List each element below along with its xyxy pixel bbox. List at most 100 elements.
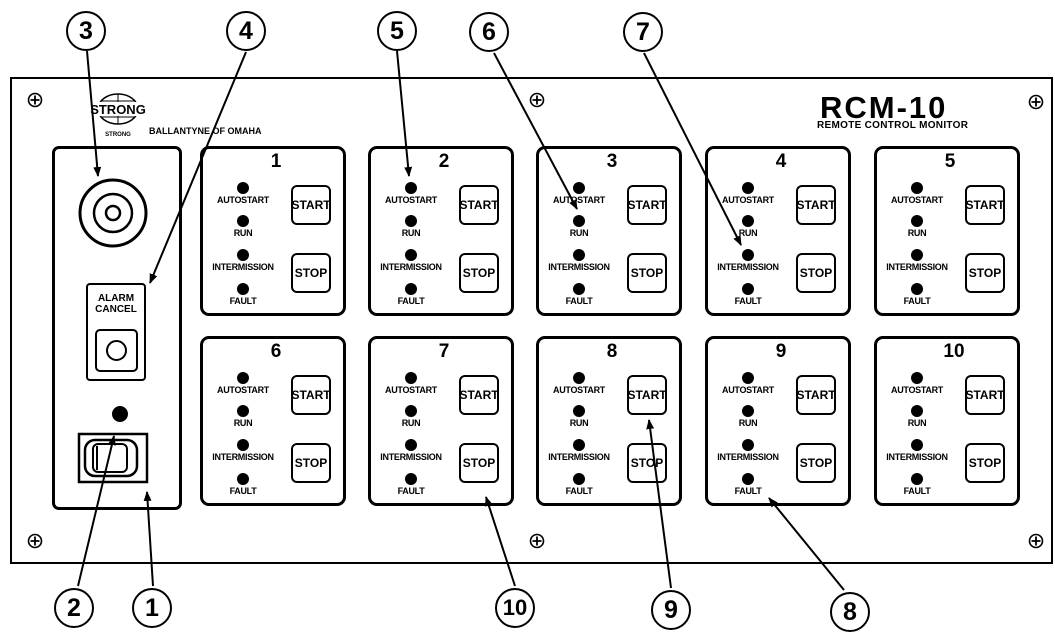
power-switch[interactable] — [77, 432, 149, 484]
autostart-led — [573, 372, 585, 384]
autostart-led — [237, 372, 249, 384]
module-number: 3 — [606, 151, 618, 172]
autostart-led — [742, 372, 754, 384]
intermission-label: INTERMISSION — [886, 452, 948, 462]
fault-label: FAULT — [903, 296, 931, 306]
run-led — [405, 405, 417, 417]
start-button[interactable]: START — [291, 185, 331, 225]
svg-text:STRONG: STRONG — [90, 102, 146, 117]
autostart-led — [237, 182, 249, 194]
stop-button[interactable]: STOP — [627, 443, 667, 483]
intermission-led — [911, 439, 923, 451]
power-indicator-led — [112, 406, 128, 422]
alarm-label-line1: ALARM — [97, 293, 135, 304]
start-button[interactable]: START — [627, 185, 667, 225]
run-led — [573, 405, 585, 417]
run-label: RUN — [569, 418, 589, 428]
mounting-screw-icon — [1028, 94, 1044, 110]
run-label: RUN — [401, 418, 421, 428]
module-number: 10 — [943, 341, 965, 362]
start-button[interactable]: START — [291, 375, 331, 415]
alarm-cancel-box: ALARM CANCEL — [86, 283, 146, 381]
run-led — [742, 405, 754, 417]
autostart-led — [405, 182, 417, 194]
callout-3: 3 — [66, 11, 106, 51]
stop-button[interactable]: STOP — [459, 443, 499, 483]
start-button[interactable]: START — [627, 375, 667, 415]
stop-button[interactable]: STOP — [965, 253, 1005, 293]
fault-label: FAULT — [565, 296, 593, 306]
intermission-label: INTERMISSION — [717, 262, 779, 272]
stop-button[interactable]: STOP — [459, 253, 499, 293]
start-button[interactable]: START — [796, 375, 836, 415]
intermission-label: INTERMISSION — [548, 262, 610, 272]
intermission-led — [742, 439, 754, 451]
module-number: 6 — [270, 341, 282, 362]
run-label: RUN — [569, 228, 589, 238]
start-button[interactable]: START — [796, 185, 836, 225]
autostart-label: AUTOSTART — [553, 385, 605, 395]
panel-title: RCM-10 — [820, 90, 948, 125]
intermission-led — [911, 249, 923, 261]
intermission-led — [405, 249, 417, 261]
mounting-screw-icon — [529, 533, 545, 549]
start-button[interactable]: START — [459, 185, 499, 225]
stop-button[interactable]: STOP — [796, 253, 836, 293]
fault-label: FAULT — [565, 486, 593, 496]
autostart-led — [911, 182, 923, 194]
stop-button[interactable]: STOP — [291, 443, 331, 483]
module-number: 7 — [438, 341, 450, 362]
svg-text:STRONG: STRONG — [105, 132, 131, 138]
fault-led — [405, 473, 417, 485]
fault-led — [405, 283, 417, 295]
autostart-label: AUTOSTART — [891, 385, 943, 395]
module-number: 8 — [606, 341, 618, 362]
fault-label: FAULT — [397, 486, 425, 496]
stop-button[interactable]: STOP — [291, 253, 331, 293]
button-ring-icon — [106, 340, 127, 361]
stop-button[interactable]: STOP — [796, 443, 836, 483]
fault-led — [742, 473, 754, 485]
start-button[interactable]: START — [459, 375, 499, 415]
fault-label: FAULT — [734, 296, 762, 306]
mounting-screw-icon — [27, 533, 43, 549]
fault-label: FAULT — [229, 296, 257, 306]
module-number: 5 — [944, 151, 956, 172]
callout-6: 6 — [469, 12, 509, 52]
start-button[interactable]: START — [965, 375, 1005, 415]
mounting-screw-icon — [27, 92, 43, 108]
module-number: 9 — [775, 341, 787, 362]
intermission-label: INTERMISSION — [380, 262, 442, 272]
alarm-label-line2: CANCEL — [95, 304, 137, 315]
autostart-led — [911, 372, 923, 384]
stop-button[interactable]: STOP — [965, 443, 1005, 483]
panel-subtitle: REMOTE CONTROL MONITOR — [817, 120, 969, 131]
run-led — [573, 215, 585, 227]
stop-button[interactable]: STOP — [627, 253, 667, 293]
autostart-label: AUTOSTART — [891, 195, 943, 205]
fault-label: FAULT — [397, 296, 425, 306]
intermission-led — [405, 439, 417, 451]
callout-1: 1 — [132, 588, 172, 628]
fault-led — [742, 283, 754, 295]
start-button[interactable]: START — [965, 185, 1005, 225]
fault-label: FAULT — [229, 486, 257, 496]
callout-7: 7 — [623, 12, 663, 52]
intermission-label: INTERMISSION — [548, 452, 610, 462]
autostart-led — [573, 182, 585, 194]
fault-label: FAULT — [734, 486, 762, 496]
run-led — [405, 215, 417, 227]
callout-8: 8 — [830, 592, 870, 632]
callout-2: 2 — [54, 588, 94, 628]
alarm-cancel-button[interactable] — [95, 329, 138, 372]
fault-led — [237, 473, 249, 485]
strong-logo-icon: STRONG STRONG — [90, 93, 146, 138]
